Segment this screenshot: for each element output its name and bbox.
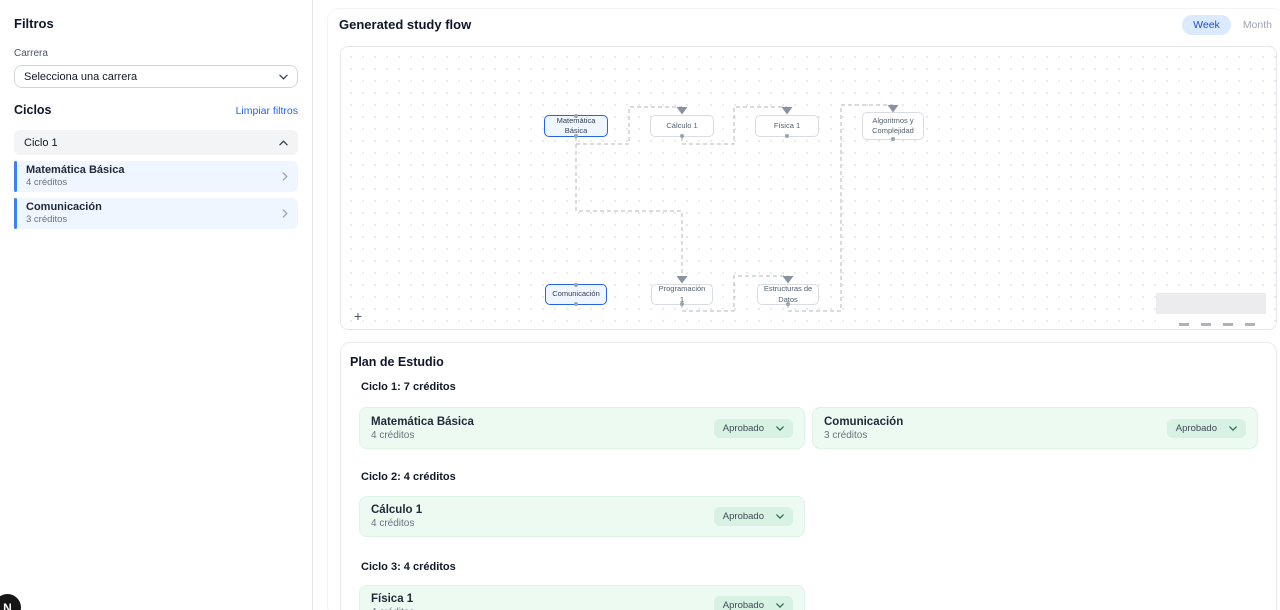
minimap-viewport — [1156, 293, 1266, 314]
flow-canvas[interactable]: Matemática Básica Cálculo 1 Física 1 Alg… — [340, 46, 1277, 330]
flow-minimap[interactable] — [1156, 291, 1268, 329]
arrowhead — [676, 276, 688, 284]
node-label: Algoritmos y Complejidad — [872, 115, 914, 135]
flow-node-matematica-basica[interactable]: Matemática Básica — [544, 114, 608, 138]
flow-node-fisica-1[interactable]: Física 1 — [755, 115, 819, 138]
edge-mb-programacion — [575, 137, 683, 276]
plan-course-name: Comunicación — [824, 415, 904, 428]
flow-node-algoritmos-complejidad[interactable]: Algoritmos y Complejidad — [862, 112, 924, 141]
arrowhead — [676, 107, 688, 115]
edge-calculo-fisica — [681, 106, 787, 145]
flow-node-estructuras-datos[interactable]: Estructuras de Datos — [757, 284, 819, 306]
plan-course-name: Matemática Básica — [371, 415, 474, 428]
chevron-down-icon — [279, 74, 288, 80]
carrera-select[interactable]: Selecciona una carrera — [14, 65, 298, 88]
chevron-down-icon — [776, 603, 784, 608]
status-value: Aprobado — [722, 511, 764, 522]
edge-mb-calculo — [575, 106, 682, 145]
node-label: Matemática Básica — [556, 115, 596, 135]
plan-course-credits: 4 créditos — [371, 607, 414, 610]
flow-edges — [575, 104, 899, 312]
month-toggle-button[interactable]: Month — [1242, 19, 1272, 31]
plan-course-card: Física 1 4 créditos Aprobado — [359, 585, 805, 610]
node-handle — [786, 302, 790, 306]
status-select[interactable]: Aprobado — [1166, 418, 1246, 438]
filters-title: Filtros — [14, 16, 54, 31]
node-label: Comunicación — [552, 289, 600, 299]
minimap-node — [1245, 323, 1255, 326]
plan-course-credits: 3 créditos — [824, 429, 868, 441]
status-select[interactable]: Aprobado — [713, 418, 793, 438]
status-value: Aprobado — [722, 422, 764, 434]
plan-course-card: Matemática Básica 4 créditos Aprobado — [359, 407, 805, 449]
plan-course-card: Comunicación 3 créditos Aprobado — [812, 407, 1258, 449]
cycle-accordion-header[interactable]: Ciclo 1 — [14, 130, 298, 155]
node-handle — [680, 134, 684, 138]
status-value: Aprobado — [1175, 422, 1217, 434]
course-credits: 3 créditos — [26, 214, 68, 226]
node-handle — [574, 114, 578, 118]
minimap-node — [1223, 323, 1233, 326]
flow-node-comunicacion[interactable]: Comunicación — [545, 283, 607, 306]
arrowhead — [887, 105, 899, 113]
status-select[interactable]: Aprobado — [713, 596, 793, 610]
node-handle — [574, 302, 578, 306]
accent-bar — [14, 161, 17, 192]
node-handle — [574, 134, 578, 138]
sidebar-course-item[interactable]: Matemática Básica 4 créditos — [14, 161, 298, 192]
node-handle — [891, 137, 895, 141]
minimap-node — [1201, 323, 1211, 326]
ciclos-title: Ciclos — [14, 103, 52, 117]
cycle-group-title: Ciclo 1: 7 créditos — [361, 381, 456, 393]
chevron-right-icon — [282, 209, 288, 218]
node-label: Estructuras de Datos — [763, 284, 813, 304]
cycle-accordion-label: Ciclo 1 — [24, 136, 58, 149]
chevron-right-icon — [282, 172, 288, 181]
edge-estructuras-algoritmos — [787, 104, 893, 312]
edge-programacion-estructuras — [681, 275, 788, 312]
node-handle — [680, 302, 684, 306]
course-credits: 4 créditos — [26, 177, 68, 189]
cycle-group-title: Ciclo 3: 4 créditos — [361, 561, 456, 573]
minimap-node — [1179, 323, 1189, 326]
period-toggle: Week Month — [1182, 15, 1272, 35]
flow-node-programacion-1[interactable]: Programación 1 — [651, 284, 713, 306]
plan-course-name: Cálculo 1 — [371, 504, 423, 516]
flow-node-calculo-1[interactable]: Cálculo 1 — [650, 115, 714, 138]
node-handle — [785, 134, 789, 138]
plan-title: Plan de Estudio — [350, 355, 444, 369]
chevron-down-icon — [776, 425, 784, 431]
filters-sidebar: Filtros Carrera Selecciona una carrera C… — [0, 0, 313, 610]
zoom-in-button[interactable]: + — [353, 308, 363, 324]
arrowhead — [781, 107, 793, 115]
plan-course-credits: 4 créditos — [371, 518, 415, 529]
accent-bar — [14, 198, 17, 229]
plan-course-credits: 4 créditos — [371, 429, 415, 441]
arrowhead — [782, 276, 794, 284]
week-toggle-button[interactable]: Week — [1182, 15, 1231, 35]
carrera-label: Carrera — [14, 48, 48, 59]
chevron-up-icon — [279, 139, 288, 145]
node-handle — [574, 283, 578, 287]
study-plan-section: Plan de Estudio Ciclo 1: 7 créditos Mate… — [340, 342, 1277, 610]
node-label: Programación 1 — [658, 284, 706, 304]
course-name: Comunicación — [26, 200, 102, 213]
node-label: Cálculo 1 — [666, 120, 698, 130]
ciclos-header-row: Ciclos Limpiar filtros — [14, 103, 298, 117]
clear-filters-link[interactable]: Limpiar filtros — [235, 105, 298, 117]
status-value: Aprobado — [722, 600, 764, 610]
plan-course-name: Física 1 — [371, 593, 414, 605]
course-name: Matemática Básica — [26, 163, 125, 176]
flow-section-title: Generated study flow — [339, 17, 472, 32]
cycle-group-title: Ciclo 2: 4 créditos — [361, 471, 456, 483]
plan-course-card: Cálculo 1 4 créditos Aprobado — [359, 496, 805, 537]
chevron-down-icon — [1229, 425, 1237, 431]
nextjs-dev-badge[interactable]: N — [0, 594, 21, 610]
carrera-select-value: Selecciona una carrera — [24, 70, 138, 83]
node-label: Física 1 — [773, 120, 801, 130]
chevron-down-icon — [776, 514, 784, 519]
status-select[interactable]: Aprobado — [713, 507, 793, 526]
sidebar-course-item[interactable]: Comunicación 3 créditos — [14, 198, 298, 229]
